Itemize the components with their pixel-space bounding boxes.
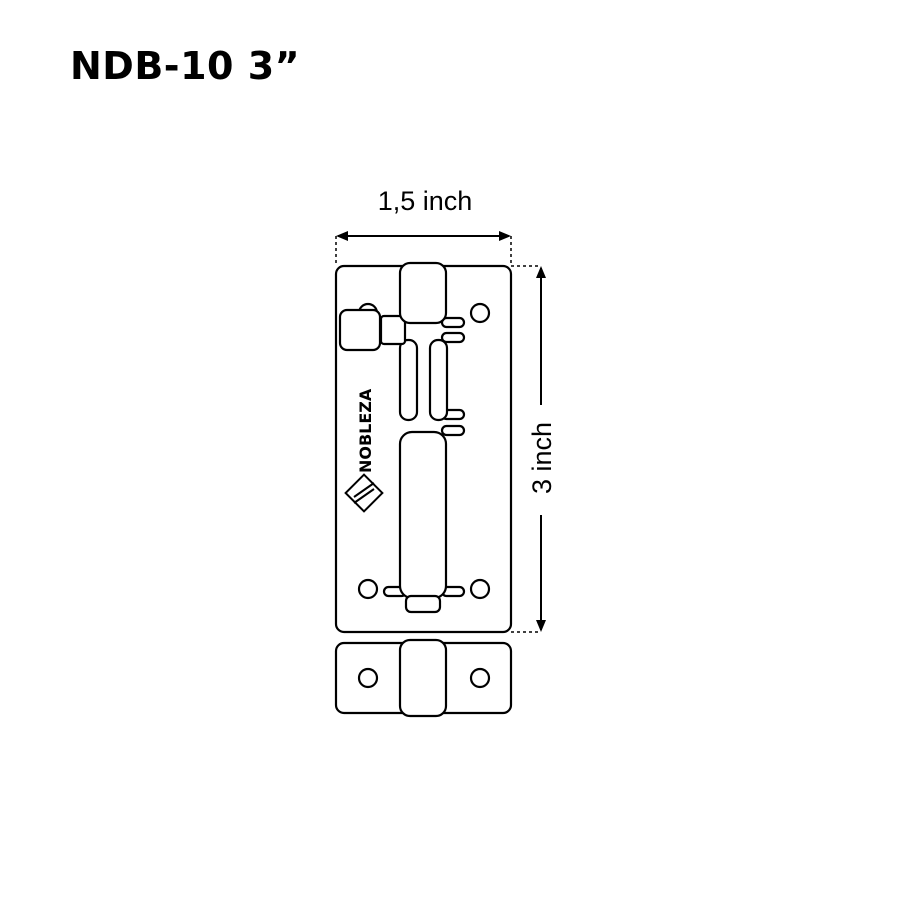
height-dimension: 3 inch bbox=[511, 265, 557, 633]
guide-slot bbox=[440, 316, 466, 329]
width-label: 1,5 inch bbox=[378, 186, 473, 216]
keeper-hole-right bbox=[469, 667, 491, 689]
bolt-side-bar-left bbox=[398, 338, 419, 422]
screw-hole-bottom-left bbox=[357, 578, 379, 600]
bolt-plate bbox=[334, 261, 513, 634]
knob-handle bbox=[338, 308, 382, 352]
width-dimension: 1,5 inch bbox=[335, 186, 512, 266]
keeper-hole-left bbox=[357, 667, 379, 689]
screw-hole-top-right bbox=[469, 302, 491, 324]
bolt-tip-collar bbox=[404, 594, 442, 614]
guide-slot bbox=[440, 331, 466, 344]
nobleza-logo-icon bbox=[344, 473, 384, 513]
bolt-top-cap bbox=[398, 261, 448, 325]
bolt-body bbox=[398, 430, 448, 600]
height-label: 3 inch bbox=[527, 422, 557, 494]
screw-hole-bottom-right bbox=[469, 578, 491, 600]
bolt-side-bar-right bbox=[428, 338, 449, 422]
product-title: NDB-10 3” bbox=[70, 44, 301, 88]
brand-text: NOBLEZA bbox=[356, 388, 375, 473]
knob-stem bbox=[379, 314, 407, 346]
keeper-receiver bbox=[398, 638, 448, 718]
strike-plate bbox=[334, 638, 513, 718]
guide-slot bbox=[440, 424, 466, 437]
